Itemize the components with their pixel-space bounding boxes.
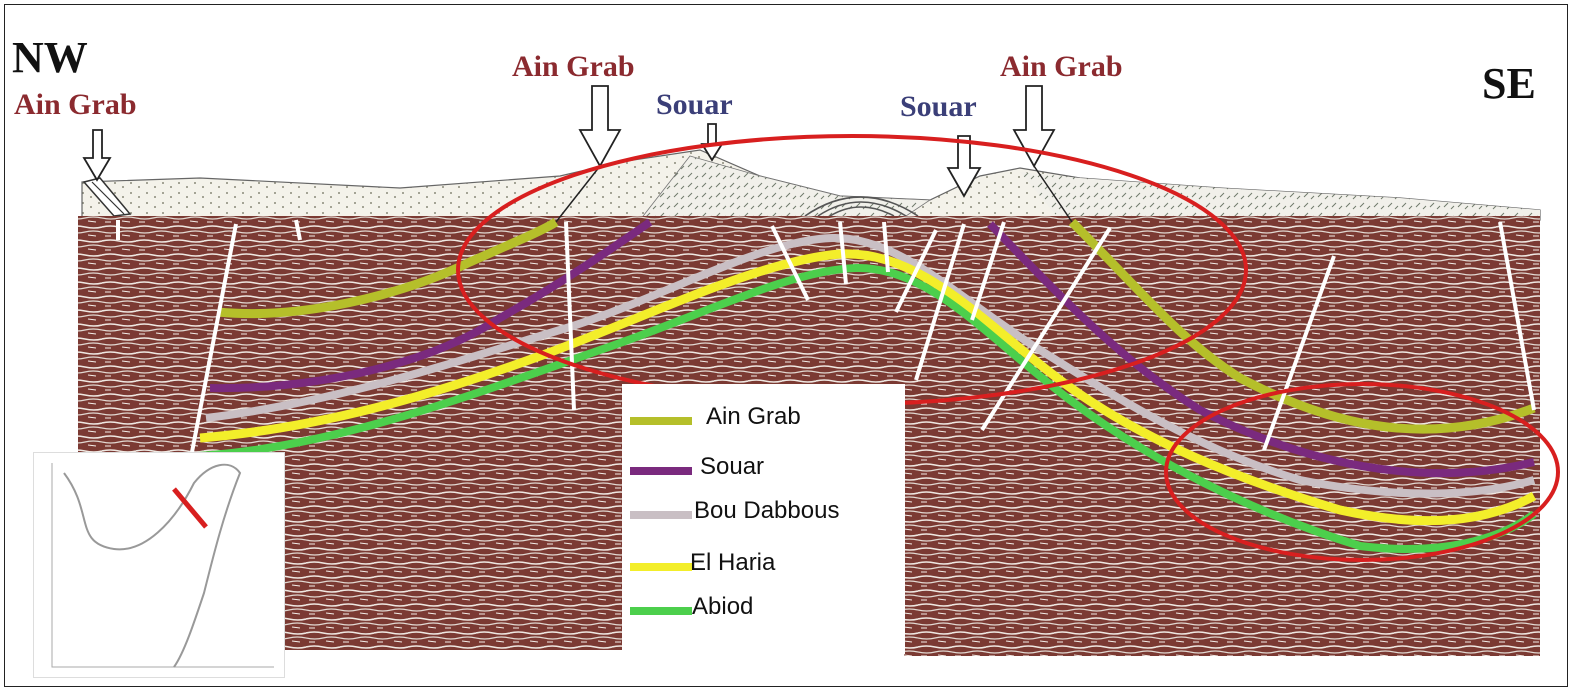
surface-dashed-unit — [640, 156, 930, 220]
legend-label: El Haria — [690, 549, 775, 577]
legend-label: Ain Grab — [706, 403, 801, 431]
legend-item: Abiod — [622, 592, 905, 626]
legend-item: El Haria — [622, 548, 905, 582]
legend-item: Bou Dabbous — [622, 496, 905, 530]
coastline — [64, 465, 240, 667]
legend-swatch-abiod — [630, 607, 692, 615]
location-map-svg — [34, 453, 284, 677]
label-souar-center: Souar — [656, 88, 733, 122]
legend-item: Souar — [622, 452, 905, 486]
seismic-panel-right — [904, 216, 1540, 656]
label-ain-grab-center: Ain Grab — [512, 50, 635, 84]
arrow-ain-grab-1 — [84, 130, 110, 180]
seismic-panel-left-lower — [282, 454, 624, 650]
legend-label: Abiod — [692, 593, 753, 621]
legend-swatch-el-haria — [630, 563, 692, 571]
legend-label: Bou Dabbous — [694, 497, 839, 525]
legend-swatch-ain-grab — [630, 417, 692, 425]
legend-label: Souar — [700, 453, 764, 481]
label-ain-grab-left: Ain Grab — [14, 88, 137, 122]
direction-se: SE — [1482, 58, 1536, 109]
legend-item: Ain Grab — [622, 402, 905, 436]
label-souar-right: Souar — [900, 90, 977, 124]
legend-swatch-bou-dabbous — [630, 511, 692, 519]
legend: Ain Grab Souar Bou Dabbous El Haria Abio… — [622, 384, 905, 654]
label-ain-grab-right: Ain Grab — [1000, 50, 1123, 84]
legend-swatch-souar — [630, 467, 692, 475]
direction-nw: NW — [12, 32, 88, 83]
location-map-inset — [33, 452, 285, 678]
arrow-ain-grab-2 — [580, 86, 620, 166]
